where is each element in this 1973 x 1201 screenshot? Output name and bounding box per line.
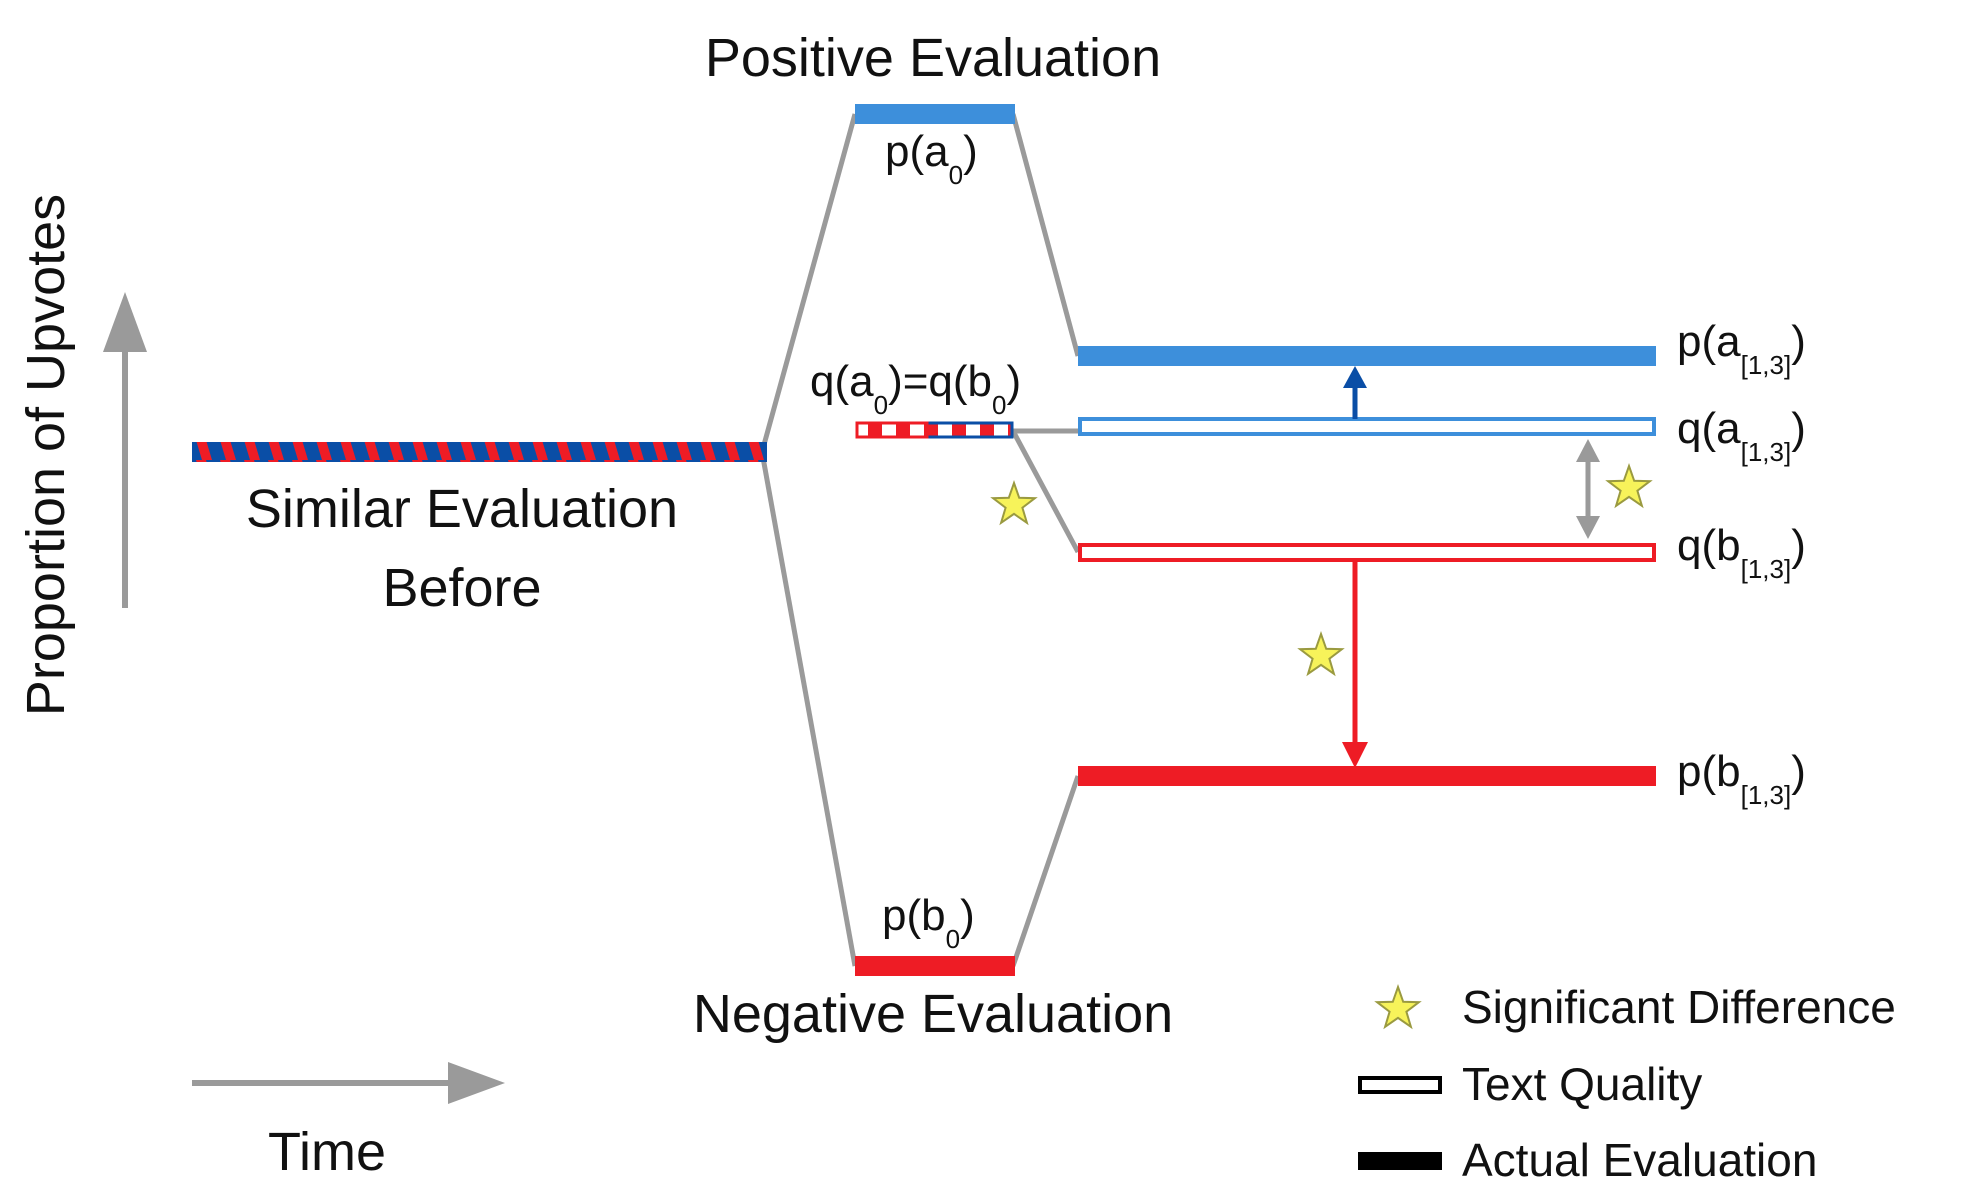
legend-text-quality-label: Text Quality xyxy=(1462,1058,1702,1110)
q-0-bar xyxy=(855,421,1014,439)
legend-actual-swatch xyxy=(1358,1152,1442,1170)
p-a0-bar xyxy=(855,104,1015,124)
legend-significant-label: Significant Difference xyxy=(1462,981,1896,1033)
legend-actual-label: Actual Evaluation xyxy=(1462,1134,1817,1186)
q-equal-label: q(a0)=q(b0) xyxy=(810,357,1021,420)
y-axis-label: Proportion of Upvotes xyxy=(16,194,76,716)
before-label-line2: Before xyxy=(382,558,541,618)
star-icon xyxy=(990,479,1038,526)
legend-star-icon xyxy=(1374,983,1422,1030)
star-icon xyxy=(1605,462,1653,509)
legend: Significant Difference Text Quality Actu… xyxy=(1358,981,1896,1186)
q-b13-label: q(b[1,3]) xyxy=(1677,521,1806,584)
x-axis-label: Time xyxy=(268,1122,386,1182)
before-label-line1: Similar Evaluation xyxy=(246,479,678,539)
x-axis-arrow xyxy=(192,1062,505,1104)
negative-evaluation-label: Negative Evaluation xyxy=(693,984,1173,1044)
star-icon xyxy=(1297,630,1345,677)
y-axis-arrow xyxy=(103,292,147,608)
p-a13-bar xyxy=(1078,346,1656,366)
p-a0-label: p(a0) xyxy=(885,127,978,190)
p-a13-label: p(a[1,3]) xyxy=(1677,317,1806,380)
connector-lines xyxy=(759,113,1081,967)
gray-double-arrow xyxy=(1576,439,1600,539)
p-b0-label: p(b0) xyxy=(882,891,975,954)
legend-text-quality-swatch xyxy=(1358,1076,1442,1094)
q-b13-bar xyxy=(1078,543,1656,562)
red-down-arrow xyxy=(1342,560,1368,768)
p-b13-bar xyxy=(1078,766,1656,786)
p-b0-bar xyxy=(855,956,1015,976)
before-striped-bar xyxy=(192,442,767,462)
q-a13-bar xyxy=(1078,417,1656,436)
blue-up-arrow xyxy=(1343,366,1367,419)
positive-evaluation-label: Positive Evaluation xyxy=(705,28,1161,88)
q-a13-label: q(a[1,3]) xyxy=(1677,404,1806,467)
p-b13-label: p(b[1,3]) xyxy=(1677,747,1806,810)
